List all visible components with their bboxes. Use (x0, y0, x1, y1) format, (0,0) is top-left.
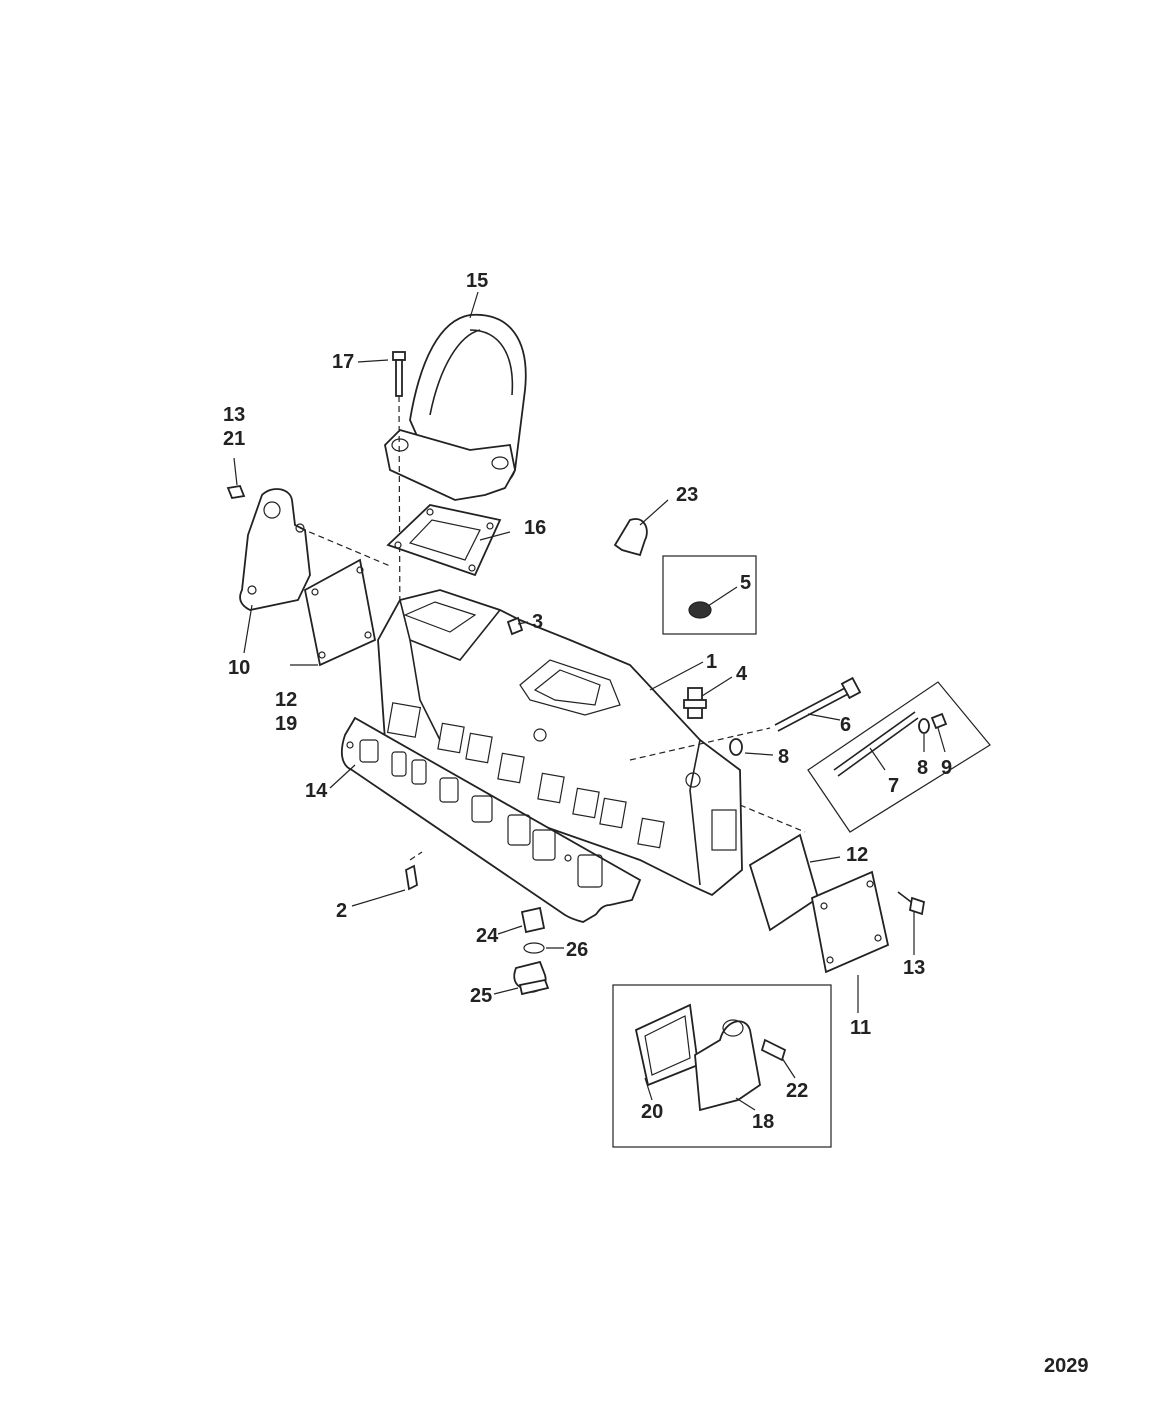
callout-25: 25 (470, 985, 492, 1007)
right-block-off-plate-part (739, 804, 820, 932)
callout-21: 21 (223, 428, 245, 450)
cap-detail-box (662, 555, 757, 635)
exhaust-elbow-part (384, 313, 527, 501)
figure-number: 2029 (1044, 1355, 1089, 1377)
hose-clamp-part (613, 518, 648, 557)
callout-6: 6 (840, 714, 851, 736)
stud-part (405, 851, 423, 891)
drain-fitting-parts (513, 906, 550, 996)
callout-7: 7 (888, 775, 899, 797)
end-cap-detail-box (612, 984, 832, 1148)
leader-lines (243, 291, 946, 1111)
cover-plate-part (810, 870, 890, 974)
callout-19: 19 (275, 713, 297, 735)
callout-4: 4 (736, 663, 748, 685)
mounting-bracket-part (239, 488, 391, 611)
callout-18: 18 (752, 1111, 774, 1133)
elbow-bolt-part (392, 351, 406, 641)
callout-8a: 8 (778, 746, 789, 768)
callout-12a: 12 (275, 689, 297, 711)
callout-3: 3 (532, 611, 543, 633)
callout-11: 11 (850, 1017, 871, 1039)
callout-13a: 13 (223, 404, 245, 426)
right-bolt-part (897, 891, 926, 916)
elbow-gasket-part (386, 504, 502, 577)
small-fitting-part (506, 616, 524, 636)
callout-24: 24 (476, 925, 499, 947)
callout-2: 2 (336, 900, 347, 922)
callout-16: 16 (524, 517, 546, 539)
pipe-fitting-part (683, 687, 707, 719)
callout-26: 26 (566, 939, 588, 961)
callout-17: 17 (332, 351, 354, 373)
block-off-plate-part (303, 558, 377, 667)
callout-23: 23 (676, 484, 698, 506)
callout-1: 1 (706, 651, 717, 673)
washer-part (729, 738, 743, 756)
callout-15: 15 (466, 270, 488, 292)
callout-5: 5 (740, 572, 751, 594)
callout-labels: 1 2 3 4 5 6 7 8 8 9 10 11 12 19 12 13 21… (223, 270, 1089, 1377)
long-bolt-part (629, 676, 862, 761)
manifold-gasket-part (340, 716, 642, 923)
callout-13b: 13 (903, 957, 925, 979)
callout-12b: 12 (846, 844, 868, 866)
small-bolt-part (226, 457, 246, 500)
callout-14: 14 (305, 780, 328, 802)
callout-9: 9 (941, 757, 952, 779)
callout-10: 10 (228, 657, 250, 679)
callout-8b: 8 (917, 757, 928, 779)
callout-22: 22 (786, 1080, 808, 1102)
stud-kit-detail-box (807, 681, 991, 833)
callout-20: 20 (641, 1101, 663, 1123)
